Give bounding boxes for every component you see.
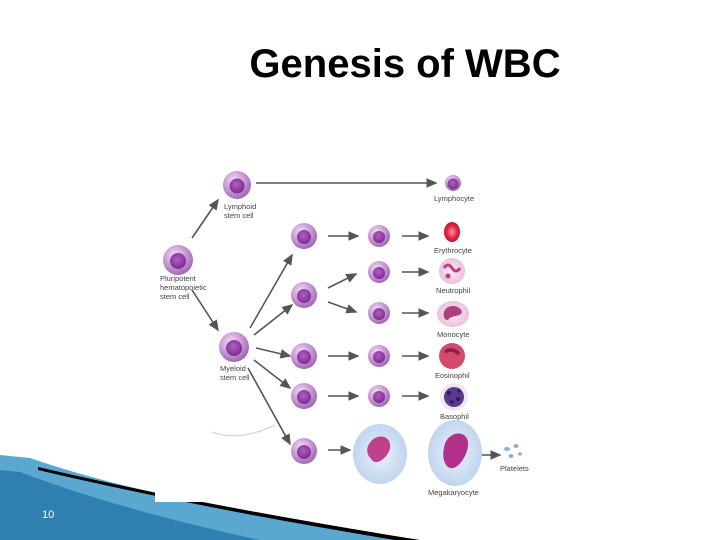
slide-title: Genesis of WBC — [249, 42, 561, 86]
monocyte-label: Monocyte — [437, 330, 470, 339]
eosinophil-cell — [439, 343, 465, 369]
lymphoid-stem-cell — [223, 171, 251, 199]
arrow-g1-to-n1 — [327, 273, 358, 289]
pluripotent-label-line-3: stem cell — [160, 292, 190, 301]
platelets-label: Platelets — [500, 464, 529, 473]
basophil-label: Basophil — [440, 412, 469, 421]
precursor-cells — [368, 225, 390, 407]
neutrophil-label: Neutrophil — [436, 286, 471, 295]
lymphocyte-cell — [445, 175, 461, 191]
arrows — [191, 178, 502, 460]
arrow-myeloid-to-e1 — [249, 253, 293, 329]
arrow-myeloid-to-b1 — [253, 359, 292, 389]
corner-decoration — [0, 455, 420, 540]
lymphoid-label-line-1: Lymphoid — [224, 202, 257, 211]
lymphoid-label: Lymphoid stem cell — [224, 202, 256, 220]
platelets — [504, 444, 522, 458]
arrow-myeloid-to-m1 — [247, 367, 291, 446]
eosinophil-label: Eosinophil — [435, 371, 470, 380]
basophil-cell — [440, 383, 468, 411]
slide-number: 10 — [42, 509, 55, 521]
neutrophil-cell — [439, 258, 465, 284]
arrow-g1-to-mo1 — [327, 301, 358, 314]
arrow-myeloid-to-e3 — [255, 347, 292, 359]
myeloid-label-line-1: Myeloid — [220, 364, 246, 373]
megakaryocyte-cell — [428, 420, 482, 486]
megakaryoblast-cell — [353, 424, 407, 484]
pluripotent-label: Pluripotent hematopoietic stem cell — [160, 274, 207, 301]
lymphoid-label-line-2: stem cell — [224, 211, 254, 220]
lymphocyte-label: Lymphocyte — [434, 194, 475, 203]
erythrocyte-cell — [444, 222, 460, 242]
pluripotent-label-line-1: Pluripotent — [160, 274, 196, 283]
arrow-pluri-to-lymphoid — [191, 198, 219, 239]
progenitor-cells — [291, 223, 317, 464]
myeloid-label: Myeloid stem cell — [220, 364, 250, 382]
decorative-arc — [211, 424, 276, 437]
myeloid-label-line-2: stem cell — [220, 373, 250, 382]
arrow-pluri-to-myeloid — [191, 289, 219, 332]
pluripotent-stem-cell — [163, 245, 193, 275]
monocyte-cell — [437, 301, 469, 327]
arrow-myeloid-to-g1 — [253, 304, 294, 336]
megakaryocyte-label: Megakaryocyte — [428, 488, 479, 497]
erythrocyte-label: Erythrocyte — [434, 246, 472, 255]
myeloid-stem-cell — [219, 332, 249, 362]
pluripotent-label-line-2: hematopoietic — [160, 283, 207, 292]
